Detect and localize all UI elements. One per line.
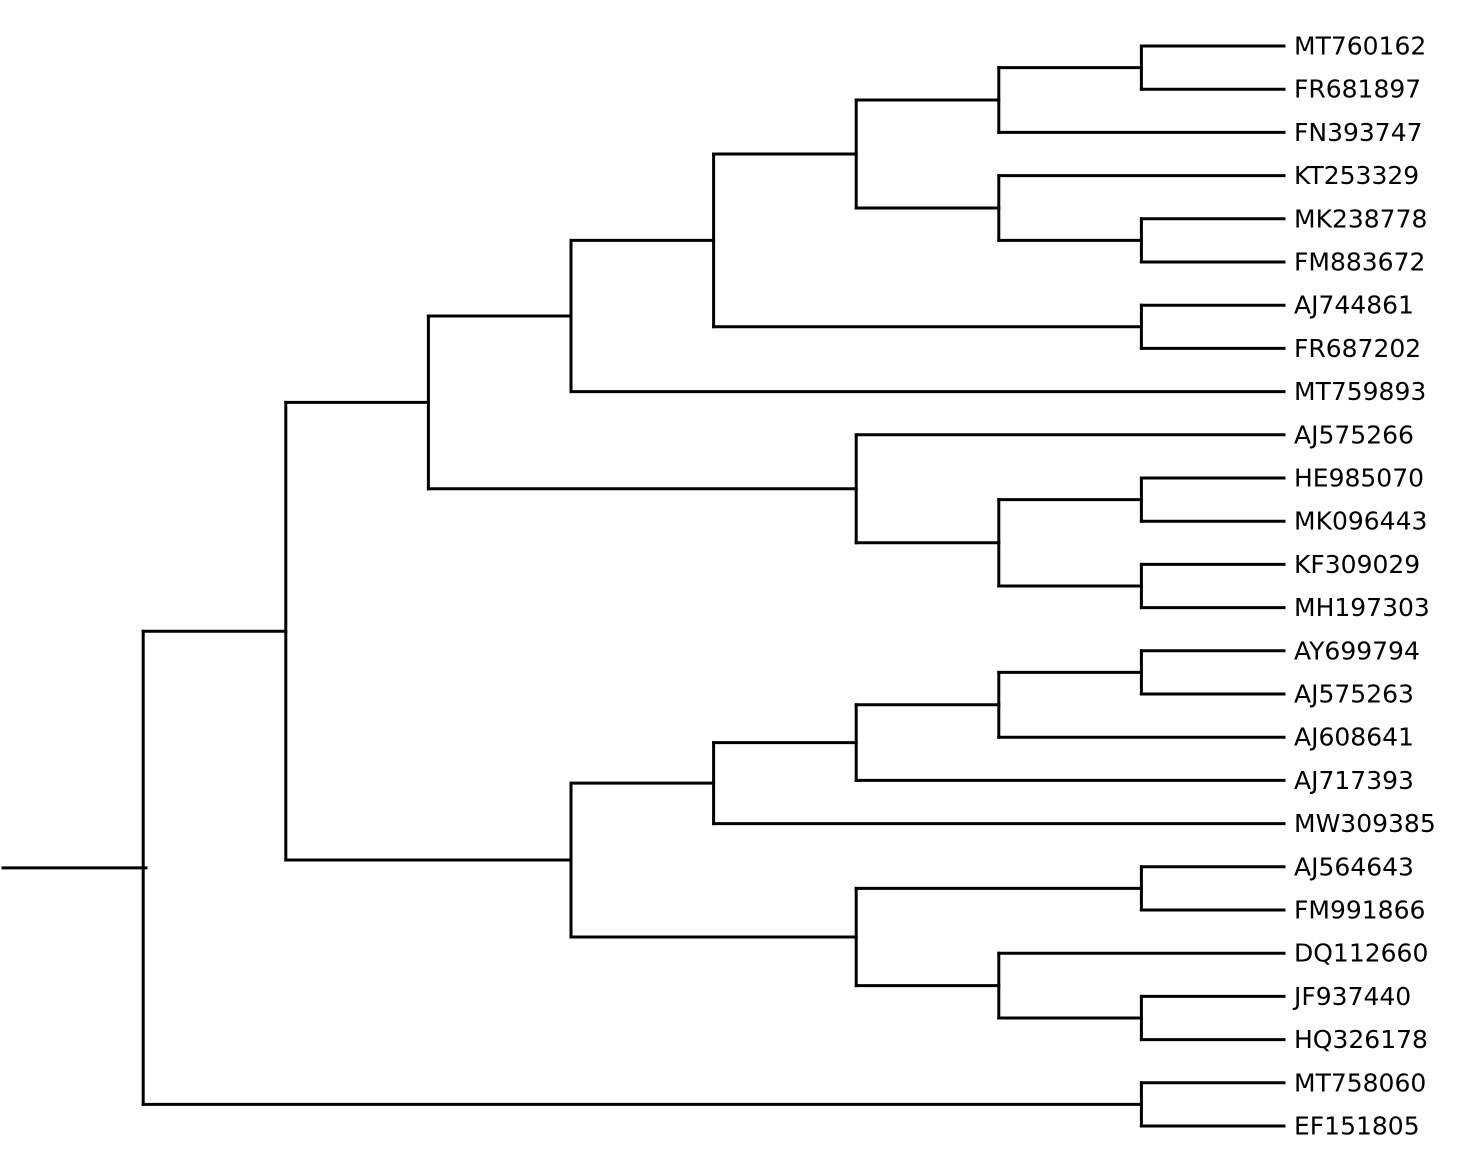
leaf-label: HE985070	[1294, 464, 1424, 493]
leaf-label: AJ564643	[1294, 852, 1414, 881]
tree-branches	[1, 44, 1286, 1128]
leaf-label: HQ326178	[1294, 1025, 1428, 1054]
leaf-label: MT758060	[1294, 1068, 1426, 1097]
leaf-label: AJ608641	[1294, 723, 1414, 752]
leaf-label: KT253329	[1294, 161, 1419, 190]
leaf-label: JF937440	[1292, 982, 1411, 1011]
leaf-label: EF151805	[1294, 1112, 1420, 1141]
leaf-label: MK096443	[1294, 507, 1427, 536]
leaf-label: MT759893	[1294, 377, 1426, 406]
leaf-label: KF309029	[1294, 550, 1420, 579]
leaf-label: AJ575266	[1294, 420, 1414, 449]
leaf-label: DQ112660	[1294, 939, 1428, 968]
leaf-label: FM883672	[1294, 248, 1425, 277]
leaf-label: MT760162	[1294, 32, 1426, 61]
leaf-label: MH197303	[1294, 593, 1430, 622]
leaf-label: MW309385	[1294, 809, 1436, 838]
leaf-label: AJ717393	[1294, 766, 1414, 795]
leaf-label: FR687202	[1294, 334, 1421, 363]
leaf-label: AJ575263	[1294, 680, 1414, 709]
leaf-label: AY699794	[1294, 636, 1420, 665]
leaf-label: FN393747	[1294, 118, 1423, 147]
leaf-label: AJ744861	[1294, 291, 1414, 320]
leaf-labels: MT760162FR681897FN393747KT253329MK238778…	[1292, 32, 1436, 1141]
leaf-label: FM991866	[1294, 896, 1425, 925]
leaf-label: MK238778	[1294, 204, 1427, 233]
leaf-label: FR681897	[1294, 75, 1421, 104]
